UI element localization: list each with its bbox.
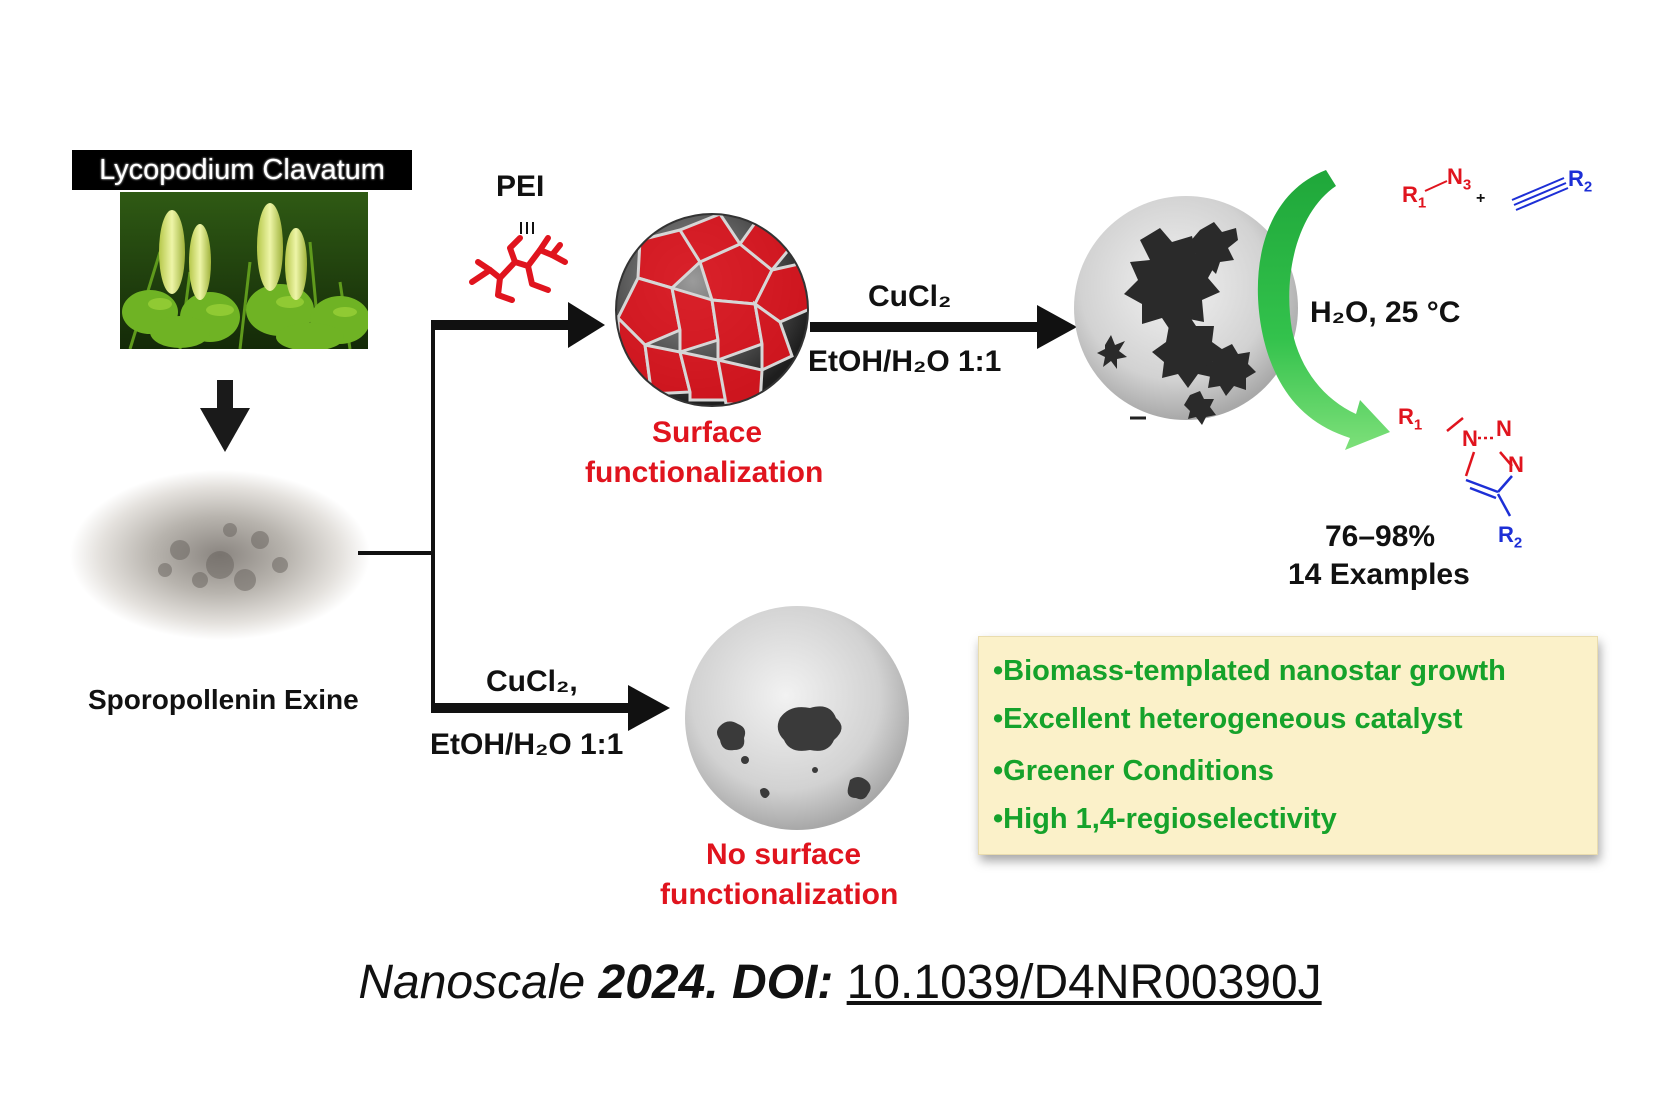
feature-item: •Excellent heterogeneous catalyst	[993, 703, 1463, 735]
azide-bond	[1424, 180, 1448, 192]
product-n2: N	[1496, 416, 1512, 441]
lower-branch-arrow	[431, 685, 670, 731]
citation-journal: Nanoscale	[358, 956, 586, 1009]
feature-item: •High 1,4-regioselectivity	[993, 803, 1337, 835]
functionalized-sphere-icon	[615, 213, 809, 407]
pei-polymer-icon	[469, 235, 568, 303]
green-reaction-arrow	[1257, 170, 1390, 450]
surface-label-line1: Surface	[652, 416, 763, 449]
features-box: •Biomass-templated nanostar growth •Exce…	[978, 636, 1598, 855]
feature-item: •Biomass-templated nanostar growth	[993, 655, 1506, 687]
pei-label: PEI	[496, 170, 545, 203]
powder-label: Sporopollenin Exine	[88, 684, 359, 715]
aggregates-tem-image	[685, 606, 909, 830]
citation-year: 2024.	[598, 956, 719, 1009]
surface-label-line2: functionalization	[585, 456, 824, 489]
triazole-ring	[1446, 417, 1513, 517]
cucl2-arrow	[810, 305, 1077, 349]
plant-label: Lycopodium Clavatum	[72, 150, 412, 190]
product-r2: R2	[1498, 522, 1523, 552]
pei-bond-lines	[520, 222, 534, 234]
reaction-examples: 14 Examples	[1288, 558, 1470, 591]
lycopodium-plant-image	[120, 192, 370, 351]
upper-solvent-label: EtOH/H₂O 1:1	[808, 345, 1002, 378]
citation: Nanoscale 2024. DOI: 10.1039/D4NR00390J	[0, 955, 1680, 1010]
product-r1: R1	[1398, 404, 1423, 434]
azide-n3: N3	[1447, 164, 1472, 194]
alkyne-bond	[1511, 177, 1569, 211]
plus-sign: +	[1476, 190, 1486, 207]
alkyne-r2: R2	[1568, 166, 1593, 196]
no-surface-label-line2: functionalization	[660, 878, 899, 911]
reaction-yield: 76–98%	[1325, 520, 1436, 553]
azide-r1: R1	[1402, 182, 1427, 212]
citation-doi-link[interactable]: 10.1039/D4NR00390J	[846, 956, 1322, 1009]
lower-solvent-label: EtOH/H₂O 1:1	[430, 728, 624, 761]
reaction-conditions: H₂O, 25 °C	[1310, 296, 1461, 329]
no-surface-label-line1: No surface	[706, 838, 862, 871]
upper-reagent-label: CuCl₂	[868, 280, 952, 313]
citation-doi-label: DOI:	[731, 956, 834, 1009]
upper-branch-arrow	[431, 302, 605, 348]
product-n1: N	[1462, 426, 1478, 451]
down-arrow	[200, 380, 250, 452]
nanostar-tem-image	[1074, 196, 1298, 425]
lower-reagent-label: CuCl₂,	[486, 665, 578, 698]
branch-lines	[358, 325, 435, 708]
product-n3: N	[1508, 452, 1524, 477]
sporopollenin-powder-image	[70, 470, 370, 640]
feature-item: •Greener Conditions	[993, 755, 1274, 787]
